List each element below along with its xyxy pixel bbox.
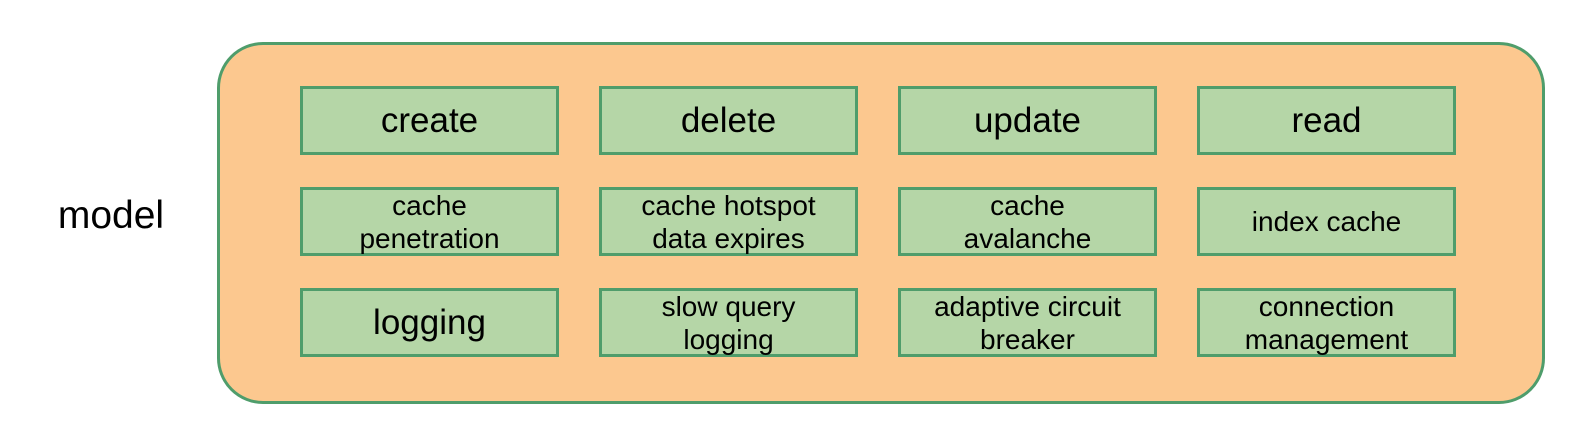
box-cache-hotspot-data-expires[interactable]: cache hotspot data expires	[599, 187, 858, 256]
box-cache-hotspot-data-expires-label: cache hotspot data expires	[641, 189, 816, 254]
box-index-cache-label: index cache	[1251, 206, 1402, 237]
model-side-label: model	[57, 194, 165, 237]
model-box-grid: create delete update read cache penetrat…	[300, 86, 1457, 358]
box-slow-query-logging[interactable]: slow query logging	[599, 288, 858, 357]
box-connection-management-label: connection management	[1244, 290, 1409, 355]
box-adaptive-circuit-breaker[interactable]: adaptive circuit breaker	[898, 288, 1157, 357]
box-delete[interactable]: delete	[599, 86, 858, 155]
box-read[interactable]: read	[1197, 86, 1456, 155]
box-cache-penetration-label: cache penetration	[359, 189, 500, 254]
box-update-label: update	[973, 100, 1082, 140]
box-cache-penetration[interactable]: cache penetration	[300, 187, 559, 256]
box-update[interactable]: update	[898, 86, 1157, 155]
box-cache-avalanche[interactable]: cache avalanche	[898, 187, 1157, 256]
box-logging[interactable]: logging	[300, 288, 559, 357]
box-connection-management[interactable]: connection management	[1197, 288, 1456, 357]
box-slow-query-logging-label: slow query logging	[661, 290, 796, 355]
box-delete-label: delete	[680, 100, 777, 140]
box-adaptive-circuit-breaker-label: adaptive circuit breaker	[934, 290, 1121, 355]
box-cache-avalanche-label: cache avalanche	[963, 189, 1092, 254]
box-create-label: create	[380, 100, 479, 140]
box-create[interactable]: create	[300, 86, 559, 155]
box-read-label: read	[1291, 100, 1362, 140]
box-logging-label: logging	[373, 302, 486, 342]
box-index-cache[interactable]: index cache	[1197, 187, 1456, 256]
